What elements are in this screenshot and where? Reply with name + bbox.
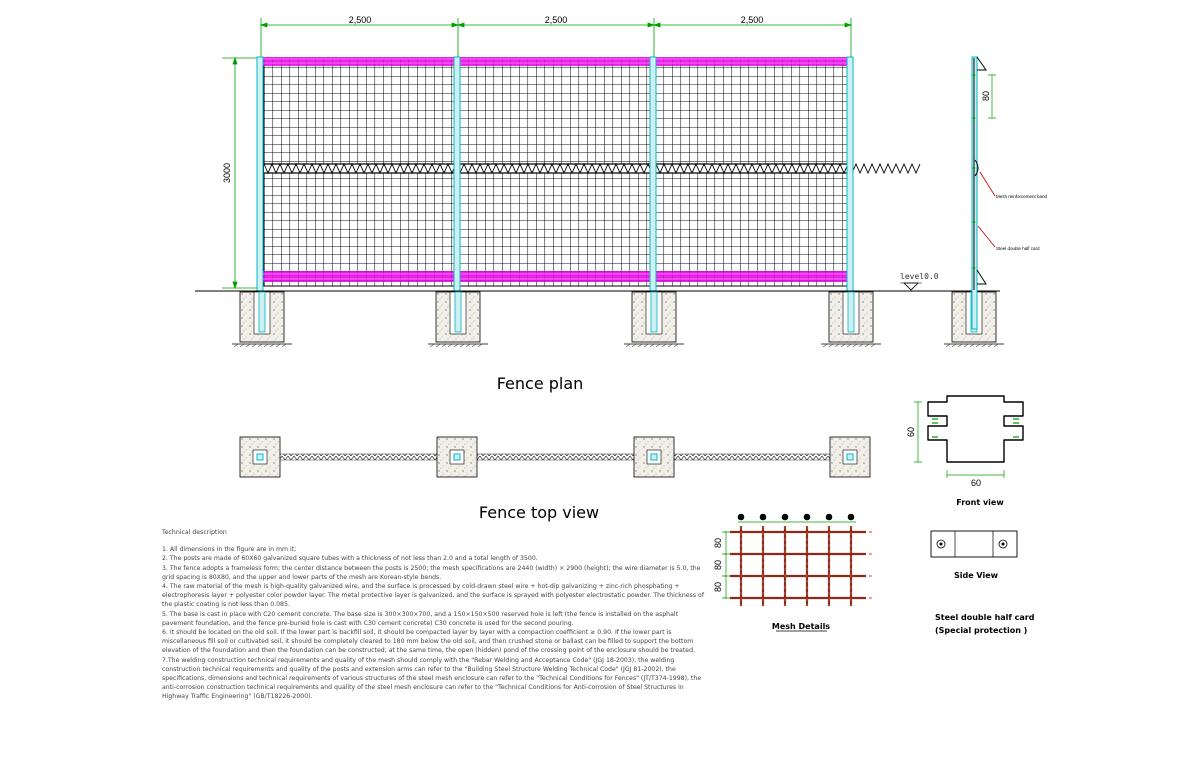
spacing-label-3: 2,500: [741, 15, 764, 25]
half-card-label: Steel double half card: [996, 246, 1040, 251]
spacing-dimension: [259, 18, 853, 58]
card-title-1: Steel double half card: [935, 613, 1035, 622]
level-marker: [900, 282, 922, 291]
mesh-details-caption: Mesh Details: [772, 622, 830, 631]
card-title-2: (Special protection ): [935, 626, 1027, 635]
level-label: level0.0: [900, 272, 939, 281]
mesh-band-label: Mesh reinforcement band: [996, 194, 1048, 199]
technical-item-3: 3. The fence adopts a frameless form; th…: [162, 564, 701, 581]
technical-item-5: 5. The base is cast in place with C20 ce…: [162, 610, 679, 627]
front-view-drawing: [914, 395, 1024, 478]
fence-top-view: [239, 436, 871, 478]
side-view-drawing: [930, 530, 1018, 558]
mesh-dim-1: 80: [713, 538, 723, 548]
technical-item-2: 2. The posts are made of 60X60 galvanize…: [162, 555, 538, 563]
technical-item-1: 1. All dimensions in the figure are in m…: [162, 546, 297, 554]
technical-heading: Technical description: [162, 529, 227, 536]
mesh-dim-2: 80: [713, 560, 723, 570]
side-view-caption: Side View: [954, 571, 999, 580]
technical-item-4: 4. The raw material of the mesh is high-…: [162, 583, 704, 609]
fence-elevation: [256, 56, 921, 330]
spacing-label-2: 2,500: [545, 15, 568, 25]
front-dim-w: 60: [971, 478, 981, 488]
front-view-caption: Front view: [956, 498, 1004, 507]
fence-plan-caption: Fence plan: [497, 374, 584, 393]
height-dimension: [222, 56, 262, 290]
mesh-details-drawing: [722, 513, 872, 632]
spacing-label-1: 2,500: [349, 15, 372, 25]
front-dim-h: 60: [906, 427, 916, 437]
technical-item-7: 7.The welding construction technical req…: [162, 656, 702, 701]
height-label: 3000: [222, 163, 232, 183]
technical-item-6: 6. It should be located on the old soil.…: [162, 629, 695, 655]
side-elevation: [971, 56, 996, 330]
technical-description: Technical description 1. All dimensions …: [162, 528, 710, 702]
top-view-caption: Fence top view: [479, 503, 599, 522]
side-dim-label: 80: [981, 91, 991, 101]
mesh-dim-3: 80: [713, 582, 723, 592]
foundations: [232, 291, 1004, 348]
